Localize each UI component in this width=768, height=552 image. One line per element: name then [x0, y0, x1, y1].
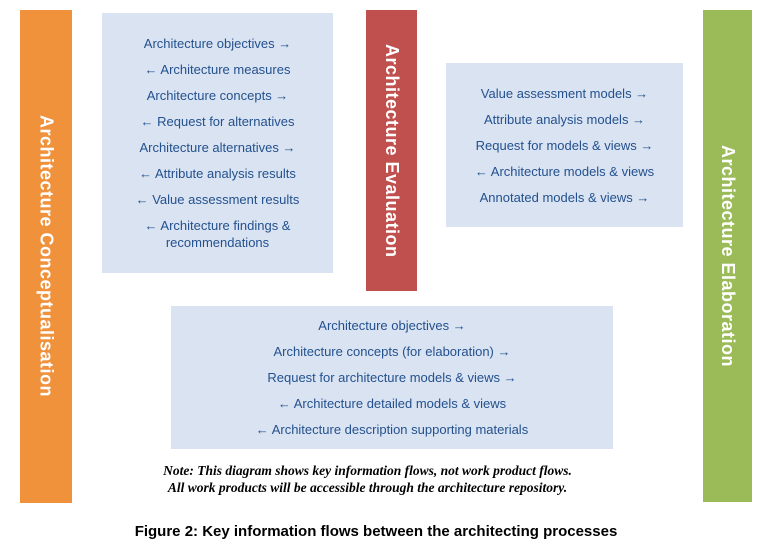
flow-item: Request for models & views →: [475, 137, 654, 153]
diagram-note-line2: All work products will be accessible thr…: [167, 480, 568, 495]
flow-item: ← Value assessment results: [135, 192, 300, 207]
flow-item: Request for architecture models & views …: [267, 370, 517, 385]
flow-item: ← Architecture findings & recommendation…: [144, 218, 291, 250]
process-bar-evaluation: Architecture Evaluation: [366, 10, 417, 291]
flow-item: Architecture concepts (for elaboration) …: [273, 344, 511, 359]
flow-box-evaluation-elaboration: Value assessment models → Attribute anal…: [446, 63, 683, 227]
flow-item: Architecture objectives →: [143, 36, 292, 51]
flow-item: ← Attribute analysis results: [139, 166, 296, 181]
flow-item: Architecture concepts →: [146, 88, 289, 103]
process-bar-elaboration: Architecture Elaboration: [703, 10, 752, 502]
flow-item: Annotated models & views →: [479, 189, 650, 205]
process-bar-conceptualisation: Architecture Conceptualisation: [20, 10, 72, 503]
flow-box-conceptualisation-elaboration: Architecture objectives → Architecture c…: [171, 306, 613, 449]
flow-item: ← Architecture measures: [144, 62, 291, 77]
flow-box-conceptualisation-evaluation: Architecture objectives → ← Architecture…: [102, 13, 333, 273]
flow-item: Architecture objectives →: [318, 318, 466, 333]
process-bar-evaluation-label: Architecture Evaluation: [382, 43, 402, 258]
diagram-note-line1: Note: This diagram shows key information…: [163, 463, 572, 478]
process-bar-elaboration-label: Architecture Elaboration: [718, 144, 738, 368]
flow-item: Value assessment models →: [480, 85, 649, 101]
flow-item: ← Request for alternatives: [140, 114, 295, 129]
flow-item: ← Architecture detailed models & views: [277, 396, 507, 411]
flow-item: Attribute analysis models →: [483, 111, 646, 127]
process-bar-conceptualisation-label: Architecture Conceptualisation: [36, 115, 57, 398]
flow-item: ← Architecture models & views: [474, 163, 655, 179]
flow-item: Architecture alternatives →: [139, 140, 296, 155]
figure-caption: Figure 2: Key information flows between …: [134, 523, 618, 540]
flow-item: ← Architecture description supporting ma…: [255, 422, 529, 437]
diagram-note: Note: This diagram shows key information…: [90, 462, 645, 496]
